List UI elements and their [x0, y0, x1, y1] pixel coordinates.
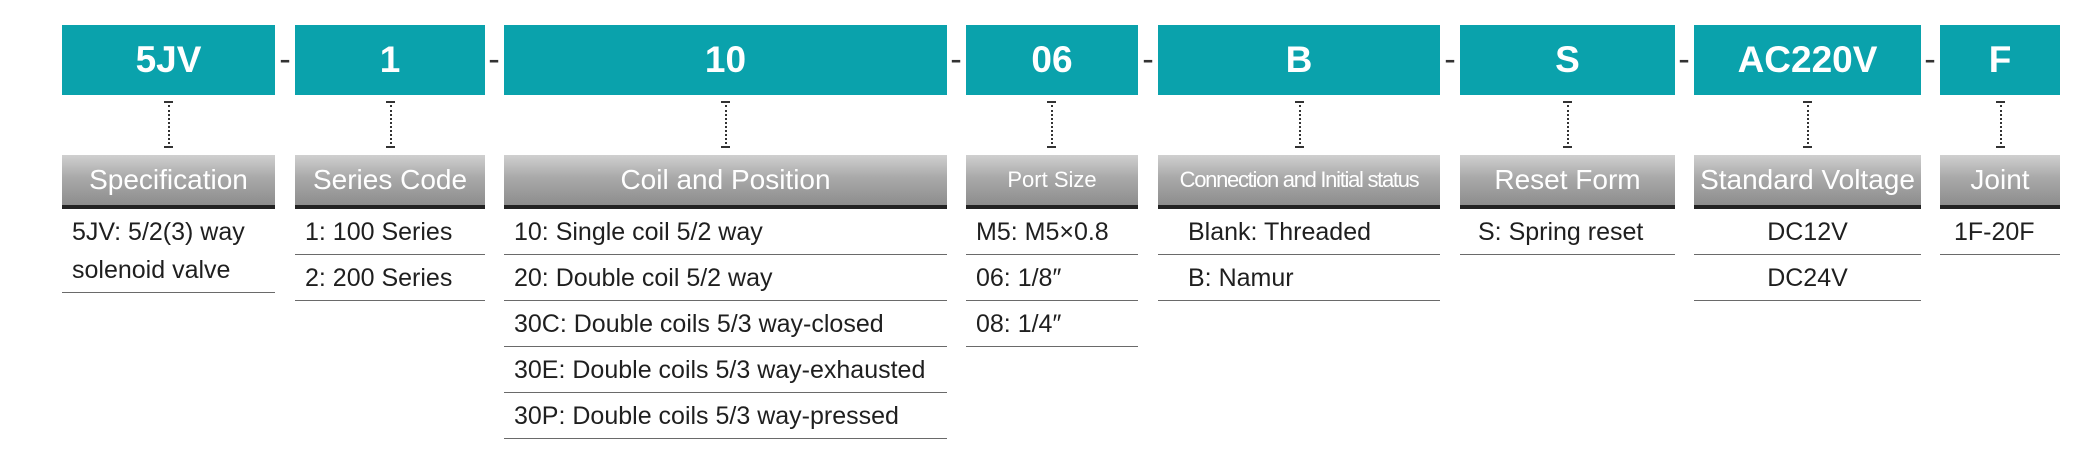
options-coil-position: 10: Single coil 5/2 way 20: Double coil …	[504, 209, 947, 439]
separator-dash: -	[1678, 40, 1690, 78]
options-standard-voltage: DC12V DC24V	[1694, 209, 1921, 301]
separator-dash: -	[1924, 40, 1936, 78]
option-item: DC24V	[1694, 255, 1921, 301]
model-code-connection: B	[1158, 25, 1440, 95]
model-code-joint: F	[1940, 25, 2060, 95]
model-code-coil-position: 10	[504, 25, 947, 95]
option-item: 30E: Double coils 5/3 way-exhausted	[504, 347, 947, 393]
separator-dash: -	[1444, 40, 1456, 78]
header-reset-form: Reset Form	[1460, 155, 1675, 209]
connector-line	[1995, 101, 2005, 148]
option-item: 20: Double coil 5/2 way	[504, 255, 947, 301]
option-item: 06: 1/8″	[966, 255, 1138, 301]
header-standard-voltage: Standard Voltage	[1694, 155, 1921, 209]
connector-line	[720, 101, 730, 148]
option-item: 30P: Double coils 5/3 way-pressed	[504, 393, 947, 439]
connector-line	[1802, 101, 1812, 148]
header-joint: Joint	[1940, 155, 2060, 209]
header-series-code: Series Code	[295, 155, 485, 209]
header-specification: Specification	[62, 155, 275, 209]
connector-line	[1046, 101, 1056, 148]
option-item: Blank: Threaded	[1158, 209, 1440, 255]
header-port-size: Port Size	[966, 155, 1138, 209]
model-code-voltage: AC220V	[1694, 25, 1921, 95]
model-code-port-size: 06	[966, 25, 1138, 95]
option-item: 30C: Double coils 5/3 way-closed	[504, 301, 947, 347]
option-item: 2: 200 Series	[295, 255, 485, 301]
model-code-specification: 5JV	[62, 25, 275, 95]
option-item: B: Namur	[1158, 255, 1440, 301]
option-item: 08: 1/4″	[966, 301, 1138, 347]
connector-line	[163, 101, 173, 148]
options-reset-form: S: Spring reset	[1460, 209, 1675, 255]
option-item: 10: Single coil 5/2 way	[504, 209, 947, 255]
connector-line	[1294, 101, 1304, 148]
option-item: 1: 100 Series	[295, 209, 485, 255]
option-item: 1F-20F	[1940, 209, 2060, 255]
model-code-series: 1	[295, 25, 485, 95]
separator-dash: -	[1142, 40, 1154, 78]
options-joint: 1F-20F	[1940, 209, 2060, 255]
separator-dash: -	[279, 40, 291, 78]
options-series-code: 1: 100 Series 2: 200 Series	[295, 209, 485, 301]
option-item: 5JV: 5/2(3) way solenoid valve	[62, 209, 275, 293]
header-coil-position: Coil and Position	[504, 155, 947, 209]
header-connection-status: Connection and Initial status	[1158, 155, 1440, 209]
option-item: S: Spring reset	[1460, 209, 1675, 255]
options-connection-status: Blank: Threaded B: Namur	[1158, 209, 1440, 301]
options-specification: 5JV: 5/2(3) way solenoid valve	[62, 209, 275, 293]
model-code-reset-form: S	[1460, 25, 1675, 95]
option-item: DC12V	[1694, 209, 1921, 255]
separator-dash: -	[950, 40, 962, 78]
connector-line	[1562, 101, 1572, 148]
option-item: M5: M5×0.8	[966, 209, 1138, 255]
separator-dash: -	[488, 40, 500, 78]
connector-line	[385, 101, 395, 148]
options-port-size: M5: M5×0.8 06: 1/8″ 08: 1/4″	[966, 209, 1138, 347]
